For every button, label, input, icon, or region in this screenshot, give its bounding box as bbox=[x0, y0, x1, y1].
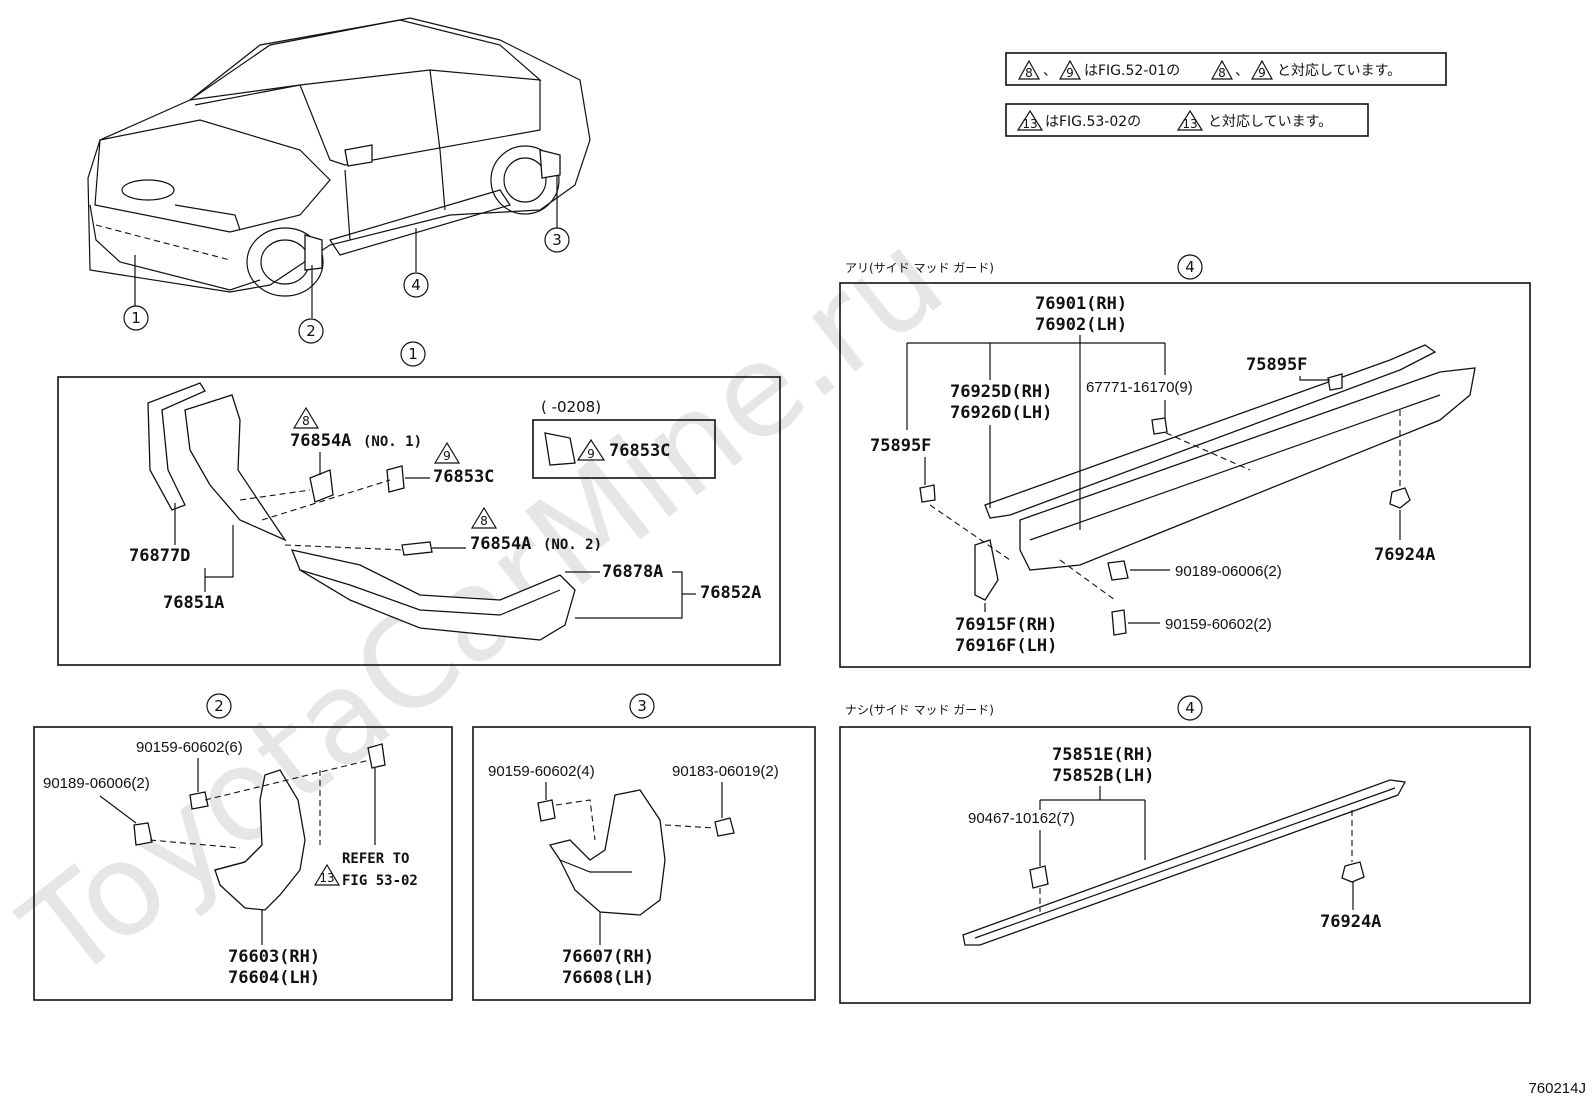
part-90159-60602: 90159-60602(2) bbox=[1165, 616, 1272, 633]
part-76608-LH: 76608(LH) bbox=[562, 968, 654, 988]
part-76926D-LH: 76926D(LH) bbox=[950, 403, 1052, 423]
note-text: と対応しています。 bbox=[1208, 114, 1332, 130]
overview-callout-2: 2 bbox=[298, 318, 324, 344]
triangle-ref-8: 8 bbox=[480, 514, 488, 528]
overview-callout-4: 4 bbox=[403, 272, 429, 298]
part-76853C: 76853C bbox=[433, 467, 494, 487]
part-76915F-RH: 76915F(RH) bbox=[955, 615, 1057, 635]
part-90159-60602: 90159-60602(4) bbox=[488, 763, 595, 780]
part-76852A: 76852A bbox=[700, 583, 761, 603]
triangle-ref-8: 8 bbox=[302, 414, 310, 428]
refer-to-label: REFER TO bbox=[342, 851, 409, 867]
part-76878A: 76878A bbox=[602, 562, 663, 582]
car-overview-illustration bbox=[87, 17, 591, 318]
note-text: と対応しています。 bbox=[1277, 63, 1401, 79]
part-76604-LH: 76604(LH) bbox=[228, 968, 320, 988]
part-76916F-LH: 76916F(LH) bbox=[955, 636, 1057, 656]
callout-number: 2 bbox=[306, 322, 316, 340]
panel-front-mudguard: 2 90159-60602(6) 90189-06006(2) 13 REFER… bbox=[33, 693, 453, 1001]
part-75851E-RH: 75851E(RH) bbox=[1052, 745, 1154, 765]
part-90159-60602: 90159-60602(6) bbox=[136, 739, 243, 756]
part-76924A: 76924A bbox=[1374, 545, 1435, 565]
part-90467-10162: 90467-10162(7) bbox=[968, 810, 1075, 827]
date-range-note: ( -0208) bbox=[541, 398, 601, 416]
part-67771-16170: 67771-16170(9) bbox=[1086, 379, 1193, 396]
part-90189-06006: 90189-06006(2) bbox=[1175, 563, 1282, 580]
triangle-ref-9: 9 bbox=[1258, 66, 1266, 80]
separator: 、 bbox=[1043, 63, 1057, 79]
note-text: はFIG.52-01の bbox=[1084, 63, 1180, 79]
panel-front-spoiler: 1 ( -0208) 9 76853C 8 76854A (NO. 1) 9 7… bbox=[57, 341, 781, 666]
callout-number: 4 bbox=[411, 276, 421, 294]
part-76877D: 76877D bbox=[129, 546, 190, 566]
panel-rear-mudguard: 3 90159-60602(4) 90183-06019(2) 76607(RH… bbox=[472, 693, 816, 1001]
callout-number: 3 bbox=[552, 231, 562, 249]
part-75852B-LH: 75852B(LH) bbox=[1052, 766, 1154, 786]
figure-code: 760214J bbox=[1528, 1080, 1586, 1097]
triangle-ref-13: 13 bbox=[1022, 117, 1037, 131]
part-76901-RH: 76901(RH) bbox=[1035, 294, 1127, 314]
part-76854A-no2: 76854A bbox=[470, 534, 531, 554]
part-suffix-no2: (NO. 2) bbox=[543, 537, 602, 553]
part-76603-RH: 76603(RH) bbox=[228, 947, 320, 967]
refer-fig-label: FIG 53-02 bbox=[342, 873, 418, 889]
triangle-ref-13: 13 bbox=[1182, 117, 1197, 131]
panel-marker: 1 bbox=[408, 345, 418, 363]
panel-side-mudguard-ari: アリ(サイド マッド ガード) 4 76901(RH) 76902(LH) 75… bbox=[839, 254, 1531, 668]
part-75895F-top: 75895F bbox=[1246, 355, 1307, 375]
part-76851A: 76851A bbox=[163, 593, 224, 613]
panel-marker: 4 bbox=[1185, 699, 1195, 717]
part-76607-RH: 76607(RH) bbox=[562, 947, 654, 967]
panel-marker: 2 bbox=[214, 697, 224, 715]
part-76902-LH: 76902(LH) bbox=[1035, 315, 1127, 335]
part-90183-06019: 90183-06019(2) bbox=[672, 763, 779, 780]
part-76925D-RH: 76925D(RH) bbox=[950, 382, 1052, 402]
part-76854A-no1: 76854A bbox=[290, 431, 351, 451]
triangle-ref-13: 13 bbox=[319, 871, 334, 885]
panel-title: アリ(サイド マッド ガード) bbox=[845, 261, 994, 275]
part-76924A: 76924A bbox=[1320, 912, 1381, 932]
triangle-ref-9: 9 bbox=[587, 447, 595, 461]
panel-marker: 4 bbox=[1185, 258, 1195, 276]
overview-callout-1: 1 bbox=[123, 305, 149, 331]
part-75895F-left: 75895F bbox=[870, 436, 931, 456]
panel-rocker-molding-nashi: ナシ(サイド マッド ガード) 4 75851E(RH) 75852B(LH) … bbox=[839, 695, 1531, 1004]
triangle-ref-8: 8 bbox=[1218, 66, 1226, 80]
triangle-ref-9: 9 bbox=[443, 449, 451, 463]
note-box-2: 13 はFIG.53-02の 13 と対応しています。 bbox=[1005, 103, 1369, 137]
panel-marker: 3 bbox=[637, 697, 647, 715]
note-box-1: 8 、 9 はFIG.52-01の 8 、 9 と対応しています。 bbox=[1005, 52, 1447, 86]
separator: 、 bbox=[1235, 63, 1249, 79]
part-suffix-no1: (NO. 1) bbox=[363, 434, 422, 450]
callout-number: 1 bbox=[131, 309, 141, 327]
note-text: はFIG.53-02の bbox=[1045, 114, 1141, 130]
overview-callout-3: 3 bbox=[544, 227, 570, 253]
part-90189-06006: 90189-06006(2) bbox=[43, 775, 150, 792]
panel-title: ナシ(サイド マッド ガード) bbox=[845, 703, 994, 717]
part-76853C-inset: 76853C bbox=[609, 441, 670, 461]
triangle-ref-9: 9 bbox=[1066, 66, 1074, 80]
triangle-ref-8: 8 bbox=[1025, 66, 1033, 80]
